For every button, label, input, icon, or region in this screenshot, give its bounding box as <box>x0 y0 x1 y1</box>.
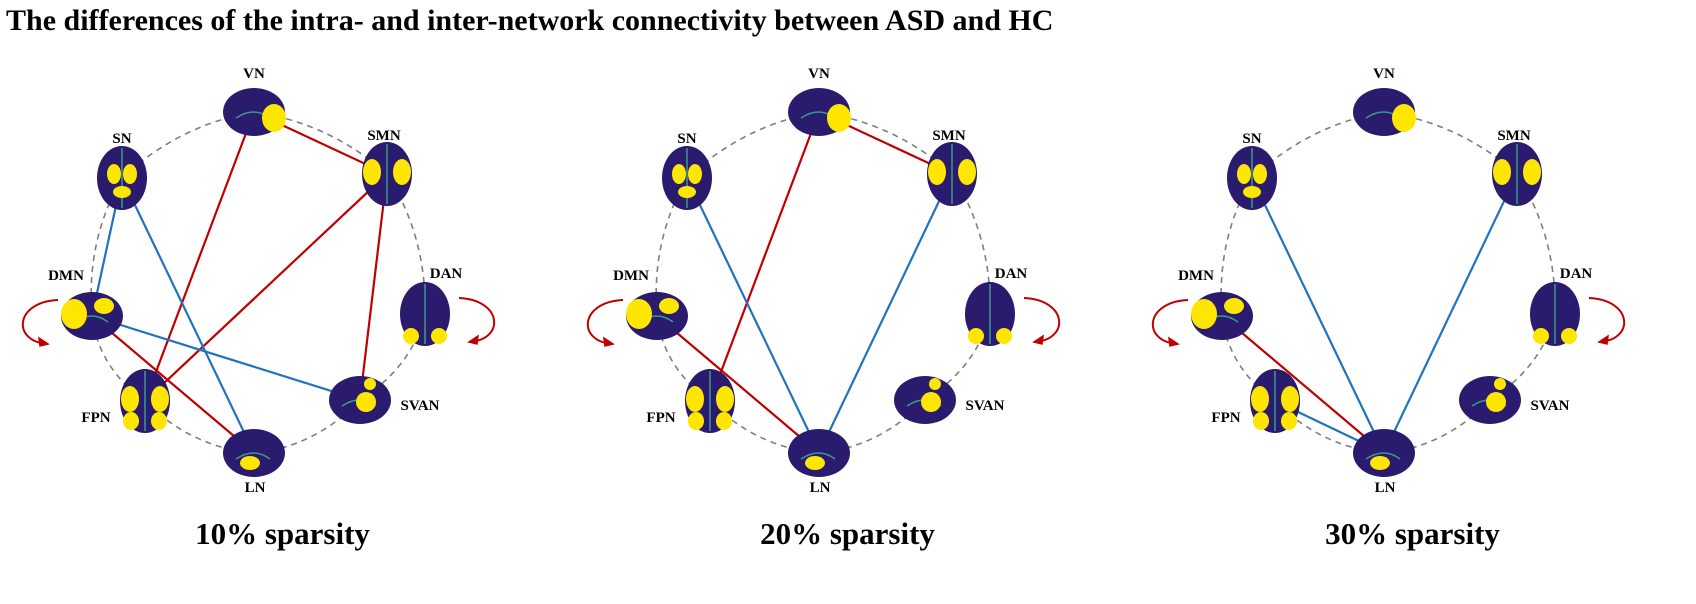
panel-10-sparsity: VN SMN DAN SVAN LN FPN DMN SN 10% sparsity <box>0 60 565 604</box>
edge-vn-fpn <box>708 111 821 402</box>
self-loop-dan <box>1023 297 1061 345</box>
node-labels: VN SMN DAN SVAN LN FPN DMN SN <box>613 66 1027 496</box>
node-label-svan: SVAN <box>401 398 440 414</box>
edges <box>656 111 953 454</box>
node-label-sn: SN <box>112 131 131 147</box>
edge-dmn-ln <box>91 315 255 454</box>
nodes <box>626 88 1015 477</box>
figure-title: The differences of the intra- and inter-… <box>6 4 1054 37</box>
node-label-fpn: FPN <box>1211 410 1240 426</box>
node-label-fpn: FPN <box>646 410 675 426</box>
node-label-vn: VN <box>808 66 830 82</box>
edge-sn-ln <box>686 177 820 454</box>
brain-dmn-icon <box>626 292 688 340</box>
node-label-sn: SN <box>677 131 696 147</box>
brain-ln-icon <box>1353 429 1415 477</box>
edge-sn-ln <box>1251 177 1385 454</box>
edge-sn-ln <box>121 177 255 454</box>
network-diagram-10: VN SMN DAN SVAN LN FPN DMN SN <box>21 66 496 496</box>
node-label-dmn: DMN <box>48 268 84 284</box>
brain-fpn-icon <box>685 369 735 433</box>
node-labels: VN SMN DAN SVAN LN FPN DMN SN <box>1178 66 1592 496</box>
self-loop-dmn <box>586 299 624 347</box>
brain-dan-icon <box>965 282 1015 346</box>
edge-smn-fpn <box>144 173 388 402</box>
edge-smn-svan <box>358 173 389 401</box>
brain-dmn-icon <box>1191 292 1253 340</box>
self-loop-dan <box>458 297 496 345</box>
brain-vn-icon <box>1353 88 1416 136</box>
edges <box>90 111 389 454</box>
brain-vn-icon <box>223 88 286 136</box>
nodes <box>61 88 450 477</box>
brain-fpn-icon <box>120 369 170 433</box>
brain-smn-icon <box>927 142 977 206</box>
brain-sn-icon <box>662 146 712 210</box>
edge-smn-ln <box>1383 173 1518 454</box>
panel-caption: 10% sparsity <box>195 516 370 551</box>
panel-30-sparsity: VN SMN DAN SVAN LN FPN DMN SN 30% sparsity <box>1130 60 1695 604</box>
brain-dan-icon <box>400 282 450 346</box>
brain-dan-icon <box>1530 282 1580 346</box>
panel-20-sparsity: VN SMN DAN SVAN LN FPN DMN SN 20% sparsity <box>565 60 1130 604</box>
node-label-smn: SMN <box>1497 128 1531 144</box>
edge-dmn-ln <box>656 315 820 454</box>
nodes <box>1191 88 1580 477</box>
panel-caption: 20% sparsity <box>760 516 935 551</box>
brain-svan-icon <box>1459 376 1521 424</box>
node-label-svan: SVAN <box>1531 398 1570 414</box>
edge-dmn-ln <box>1221 315 1385 454</box>
brain-sn-icon <box>1227 146 1277 210</box>
edge-vn-fpn <box>143 111 256 402</box>
edge-smn-ln <box>818 173 953 454</box>
node-label-dmn: DMN <box>613 268 649 284</box>
node-label-smn: SMN <box>367 128 401 144</box>
network-diagram-30: VN SMN DAN SVAN LN FPN DMN SN <box>1151 66 1626 496</box>
node-label-dan: DAN <box>995 266 1028 282</box>
brain-svan-icon <box>894 376 956 424</box>
node-label-ln: LN <box>1375 480 1396 496</box>
brain-smn-icon <box>362 142 412 206</box>
node-label-smn: SMN <box>932 128 966 144</box>
brain-sn-icon <box>97 146 147 210</box>
self-loop-dmn <box>21 299 59 347</box>
node-label-dan: DAN <box>430 266 463 282</box>
brain-ln-icon <box>223 429 285 477</box>
self-loop-dan <box>1588 297 1626 345</box>
node-label-sn: SN <box>1242 131 1261 147</box>
node-label-vn: VN <box>243 66 265 82</box>
node-label-ln: LN <box>810 480 831 496</box>
node-label-vn: VN <box>1373 66 1395 82</box>
node-labels: VN SMN DAN SVAN LN FPN DMN SN <box>48 66 462 496</box>
node-label-ln: LN <box>245 480 266 496</box>
edge-dmn-svan <box>91 314 361 402</box>
brain-fpn-icon <box>1250 369 1300 433</box>
brain-smn-icon <box>1492 142 1542 206</box>
node-label-svan: SVAN <box>966 398 1005 414</box>
brain-svan-icon <box>329 376 391 424</box>
node-label-dmn: DMN <box>1178 268 1214 284</box>
node-label-dan: DAN <box>1560 266 1593 282</box>
self-loop-dmn <box>1151 299 1189 347</box>
brain-vn-icon <box>788 88 851 136</box>
brain-dmn-icon <box>61 292 123 340</box>
panel-caption: 30% sparsity <box>1325 516 1500 551</box>
node-label-fpn: FPN <box>81 410 110 426</box>
brain-ln-icon <box>788 429 850 477</box>
network-diagram-20: VN SMN DAN SVAN LN FPN DMN SN <box>586 66 1061 496</box>
